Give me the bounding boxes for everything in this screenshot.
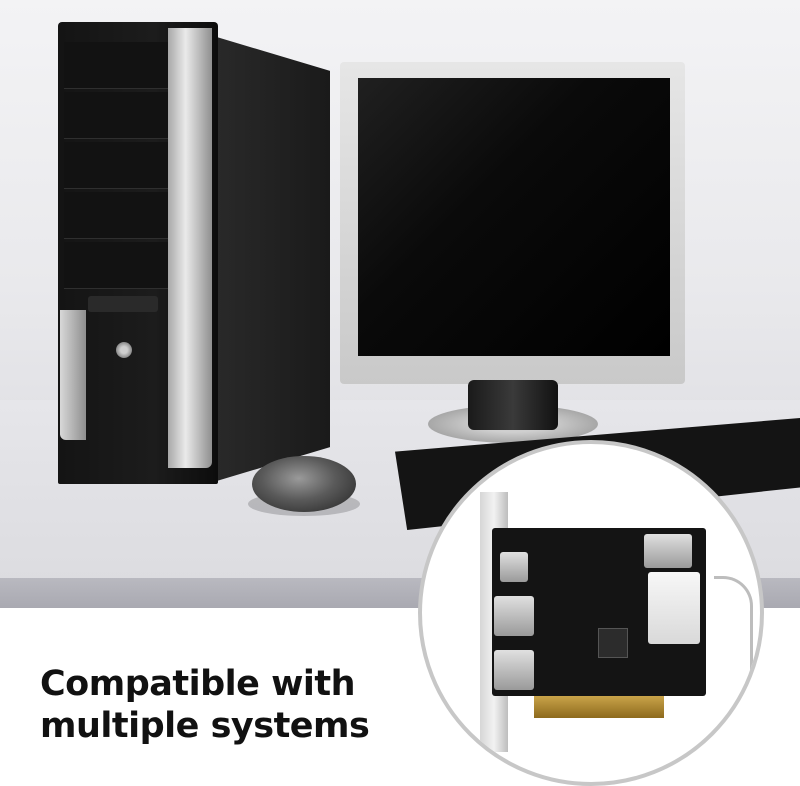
controller-chip [598,628,628,658]
expansion-card-inset [418,440,764,786]
caption-line-1: Compatible with [40,664,356,704]
mouse [252,456,356,512]
front-io-panel [88,296,158,312]
cable [714,576,753,782]
drive-bay [64,242,184,289]
pcie-connector [534,696,664,718]
internal-port [644,534,692,568]
tower-silver-trim-left [60,310,86,440]
drive-bay [64,42,184,89]
power-button [116,342,132,358]
tower-silver-trim-right [168,28,212,468]
pc-tower-side [210,35,330,483]
drive-bay [64,142,184,189]
drive-bay [64,192,184,239]
firewire-port [494,596,534,636]
power-connector [648,572,700,644]
firewire-port-small [500,552,528,582]
monitor-stand-neck [468,380,558,430]
drive-bay [64,92,184,139]
monitor-screen [358,78,670,356]
caption-line-2: multiple systems [40,706,370,746]
firewire-port [494,650,534,690]
